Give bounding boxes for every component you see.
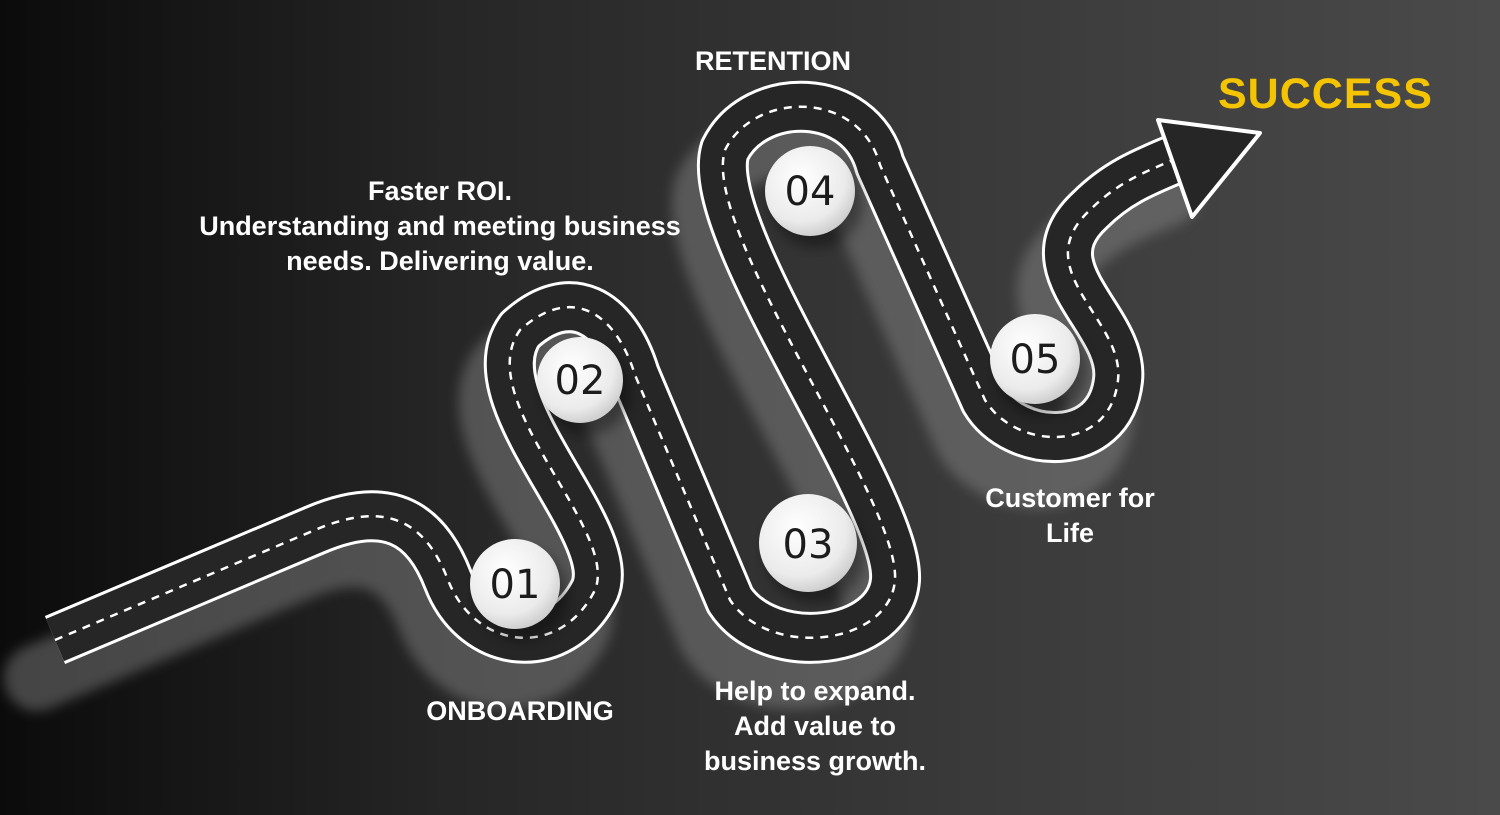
stage-04-line-1: RETENTION: [694, 46, 851, 76]
stage-02-line-1: Faster ROI.: [367, 176, 513, 206]
milestone-number-04: 04: [785, 169, 836, 215]
stage-02-line-3: needs. Delivering value.: [286, 246, 594, 276]
milestone-marker-01: 01: [470, 539, 568, 641]
stage-01-line-1: ONBOARDING: [426, 696, 614, 726]
stage-label-03: Help to expand. Add value to business gr…: [670, 674, 960, 779]
stage-03-line-3: business growth.: [703, 746, 927, 776]
milestone-marker-02: 02: [537, 337, 631, 435]
milestone-number-01: 01: [490, 562, 541, 608]
milestone-number-05: 05: [1010, 337, 1061, 383]
stage-label-02: Faster ROI. Understanding and meeting bu…: [170, 174, 710, 279]
milestone-marker-05: 05: [990, 314, 1088, 416]
stage-05-line-2: Life: [1045, 518, 1094, 548]
milestone-number-03: 03: [783, 522, 834, 568]
stage-label-05: Customer for Life: [960, 481, 1180, 551]
arrowhead-icon: [1156, 118, 1262, 219]
milestone-marker-03: 03: [759, 494, 865, 604]
stage-03-line-1: Help to expand.: [714, 676, 916, 706]
stage-05-line-1: Customer for: [985, 483, 1155, 513]
stage-label-01: ONBOARDING: [395, 694, 645, 729]
milestone-marker-04: 04: [765, 146, 863, 248]
stage-03-line-2: Add value to: [733, 711, 896, 741]
success-heading: SUCCESS: [1218, 70, 1433, 118]
stage-02-line-2: Understanding and meeting business: [199, 211, 681, 241]
stage-label-04: RETENTION: [663, 44, 883, 79]
milestone-number-02: 02: [555, 358, 606, 404]
